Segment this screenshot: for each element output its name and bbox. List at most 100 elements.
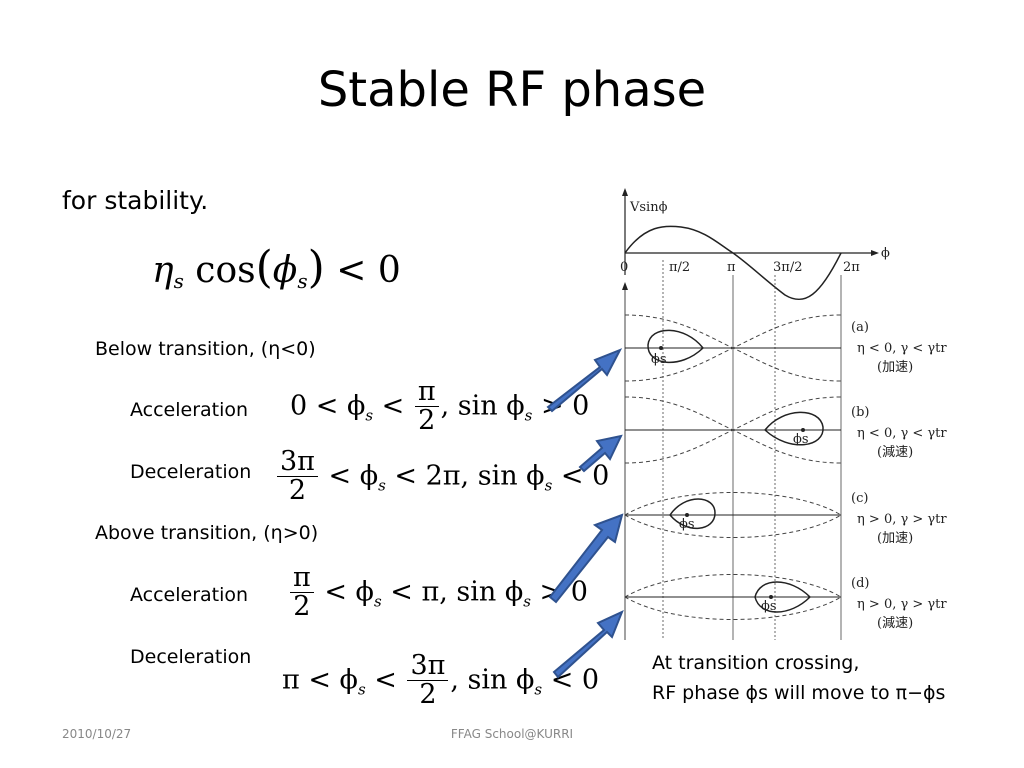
eq-part: < ϕ bbox=[315, 576, 374, 608]
bucket-orbit bbox=[763, 411, 824, 446]
panel-tag: (c) bbox=[851, 491, 868, 506]
guide-arrow bbox=[622, 282, 628, 290]
panel-jp: (減速) bbox=[877, 615, 913, 631]
v-axis-label: Vsinϕ bbox=[629, 200, 668, 215]
eq-part: < bbox=[373, 390, 413, 422]
intro-text: for stability. bbox=[62, 186, 209, 215]
footer-center: FFAG School@KURRI bbox=[450, 727, 574, 741]
tick-pi-half: π/2 bbox=[669, 260, 690, 275]
panel-jp: (加速) bbox=[877, 531, 913, 546]
frac-den: 2 bbox=[414, 406, 439, 435]
arrow-1 bbox=[546, 348, 623, 413]
panel-c: ϕs (c) η > 0, γ > γtr (加速) bbox=[624, 491, 947, 546]
panel-tag: (d) bbox=[851, 576, 869, 591]
arrow-shape bbox=[578, 434, 623, 473]
separatrix bbox=[624, 492, 842, 516]
frac-den: 2 bbox=[277, 476, 318, 505]
panel-condition: η > 0, γ > γtr bbox=[857, 512, 947, 527]
slide-title: Stable RF phase bbox=[317, 62, 707, 118]
phi-subscript: s bbox=[297, 269, 308, 293]
separatrix bbox=[624, 314, 842, 382]
panel-b: ϕs (b) η < 0, γ < γtr (減速) bbox=[624, 396, 947, 464]
tick-pi: π bbox=[727, 260, 736, 275]
below-acceleration-label: Acceleration bbox=[130, 399, 249, 421]
separatrix bbox=[624, 396, 842, 464]
eta-symbol: η bbox=[152, 250, 174, 291]
above-acceleration-label: Acceleration bbox=[130, 584, 249, 606]
phi-s-label: ϕs bbox=[679, 517, 695, 532]
frac-num: 3π bbox=[280, 446, 315, 477]
phi-s-label: ϕs bbox=[761, 599, 777, 614]
tick-0: 0 bbox=[620, 260, 628, 275]
diagram-svg: Vsinϕ ϕ 0 π/2 π 3π/2 2π ϕs (a) η < 0, γ … bbox=[620, 188, 947, 640]
phi-s-point bbox=[801, 428, 805, 432]
cos-text: cos bbox=[195, 250, 256, 291]
eq-part: < π, sin ϕ bbox=[381, 576, 524, 608]
bucket-orbit bbox=[669, 498, 716, 530]
phi-s-point bbox=[659, 346, 663, 350]
arrow-4 bbox=[552, 610, 624, 679]
arrow-shape bbox=[552, 610, 624, 679]
panel-condition: η < 0, γ < γtr bbox=[857, 341, 947, 356]
arrow-shape bbox=[546, 348, 623, 413]
panel-tag: (b) bbox=[851, 405, 869, 420]
eta-subscript: s bbox=[173, 269, 184, 293]
frac-den: 2 bbox=[290, 592, 314, 621]
bucket-orbit bbox=[754, 581, 812, 613]
eq-part: < ϕ bbox=[319, 460, 379, 492]
stability-relation: < 0 bbox=[336, 250, 401, 291]
frac-num: 3π bbox=[410, 650, 446, 681]
eq-part: , sin ϕ bbox=[440, 390, 525, 422]
arrow-2 bbox=[578, 434, 623, 473]
separatrix bbox=[624, 514, 842, 538]
bucket-orbit bbox=[647, 329, 705, 363]
transition-note-line1: At transition crossing, bbox=[652, 652, 860, 674]
separatrix bbox=[624, 596, 842, 620]
eq-part: π < ϕ bbox=[282, 664, 358, 696]
frac-num: π bbox=[293, 562, 311, 593]
arrow-shape bbox=[548, 513, 624, 604]
above-deceleration-label: Deceleration bbox=[130, 646, 252, 668]
separatrix bbox=[624, 574, 842, 598]
panel-a: ϕs (a) η < 0, γ < γtr (加速) bbox=[624, 314, 947, 382]
below-transition-heading: Below transition, (η<0) bbox=[95, 338, 316, 360]
frac-den: 2 bbox=[407, 680, 449, 709]
stability-equation: ηs cos(ϕs) < 0 bbox=[152, 242, 401, 293]
phase-space-diagram: Vsinϕ ϕ 0 π/2 π 3π/2 2π ϕs (a) η < 0, γ … bbox=[615, 185, 960, 645]
phi-s-point bbox=[685, 513, 689, 517]
phi-axis-arrow bbox=[871, 250, 879, 256]
eq-part: < 2π, sin ϕ bbox=[385, 460, 545, 492]
panel-d: ϕs (d) η > 0, γ > γtr (減速) bbox=[624, 574, 947, 631]
phi-s-label: ϕs bbox=[793, 432, 809, 447]
phi-axis-label: ϕ bbox=[881, 246, 890, 261]
frac-num: π bbox=[417, 376, 436, 407]
panel-jp: (加速) bbox=[877, 360, 913, 375]
footer-date: 2010/10/27 bbox=[62, 727, 132, 741]
panel-condition: η < 0, γ < γtr bbox=[857, 426, 947, 441]
eq-part: , sin ϕ bbox=[450, 664, 535, 696]
phi-symbol: ϕ bbox=[272, 250, 298, 291]
phi-s-point bbox=[769, 595, 773, 599]
tick-2pi: 2π bbox=[843, 260, 860, 275]
above-transition-heading: Above transition, (η>0) bbox=[95, 522, 319, 544]
panel-tag: (a) bbox=[851, 320, 869, 335]
sine-curve bbox=[624, 225, 842, 301]
arrow-3 bbox=[548, 513, 624, 604]
panel-condition: η > 0, γ > γtr bbox=[857, 597, 947, 612]
transition-note-line2: RF phase ϕs will move to π−ϕs bbox=[652, 682, 946, 704]
eq-part: < bbox=[365, 664, 406, 696]
tick-3pi-half: 3π/2 bbox=[773, 260, 802, 275]
eq-part: 0 < ϕ bbox=[290, 390, 366, 422]
below-deceleration-label: Deceleration bbox=[130, 461, 252, 483]
panel-jp: (減速) bbox=[877, 444, 913, 460]
phi-s-label: ϕs bbox=[651, 352, 667, 367]
v-axis-arrow bbox=[622, 188, 628, 196]
